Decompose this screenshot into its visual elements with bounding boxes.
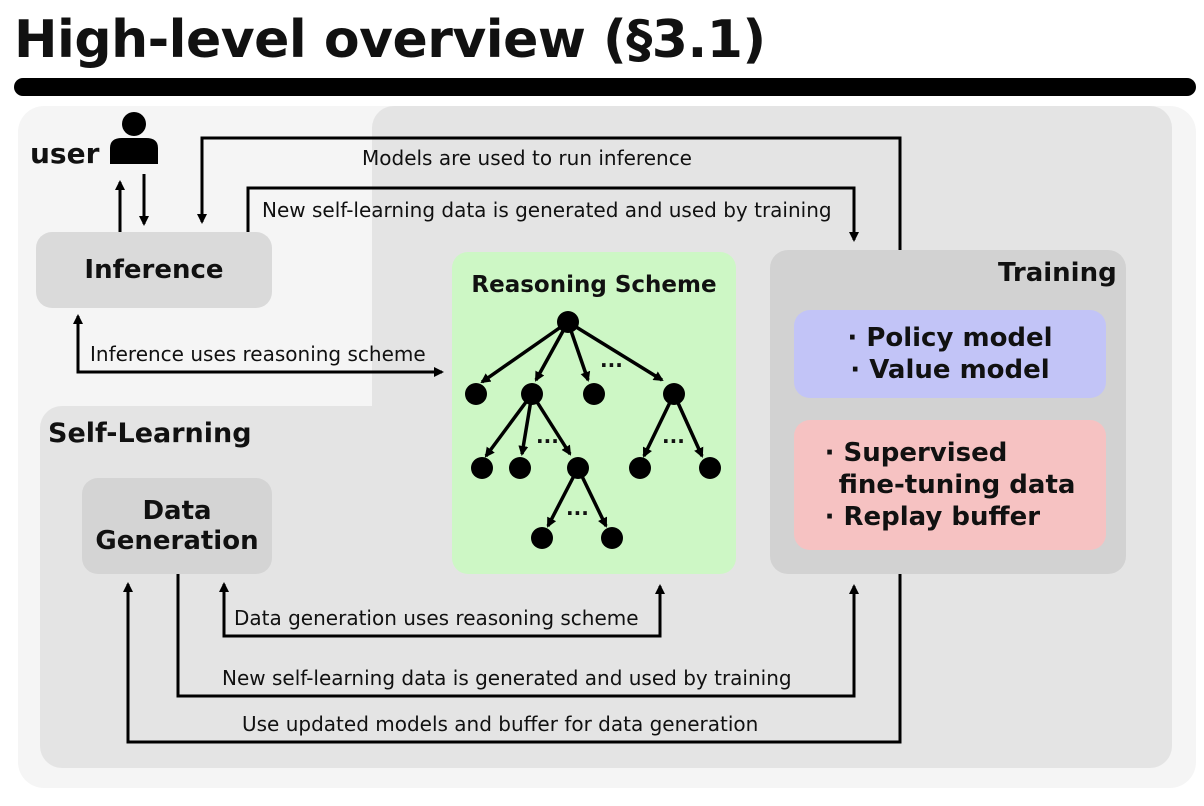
user-label: user — [30, 137, 100, 170]
arrow-models-used — [197, 136, 902, 250]
data-generation-line2: Generation — [95, 526, 259, 556]
data-generation-box: Data Generation — [82, 478, 272, 574]
tree-ellipsis-3: ... — [662, 424, 685, 448]
label-datagen-uses: Data generation uses reasoning scheme — [234, 606, 639, 630]
training-data-box: · Supervised fine-tuning data · Replay b… — [794, 420, 1106, 550]
arrow-inference-uses — [73, 314, 444, 377]
tree-ellipsis-4: ... — [566, 496, 589, 520]
inference-label: Inference — [84, 255, 224, 285]
arrow-new-data-top — [246, 186, 859, 242]
label-updated-models: Use updated models and buffer for data g… — [242, 712, 759, 736]
tree-ellipsis-1: ... — [600, 348, 623, 372]
reasoning-scheme-label: Reasoning Scheme — [471, 272, 717, 298]
arrow-datagen-uses — [219, 582, 665, 638]
data-generation-line1: Data — [142, 496, 212, 526]
user-icon — [110, 112, 158, 164]
label-inference-uses: Inference uses reasoning scheme — [90, 342, 426, 366]
models-box: · Policy model · Value model — [794, 310, 1106, 398]
supervised-item: · Supervised — [824, 438, 1008, 468]
reasoning-scheme-box: Reasoning Scheme — [452, 252, 736, 574]
fine-tuning-item: fine-tuning data — [838, 470, 1076, 500]
title-divider — [14, 78, 1196, 96]
tree-ellipsis-2: ... — [536, 424, 559, 448]
arrow-updated-models — [123, 574, 902, 744]
arrow-new-data-bottom — [176, 574, 859, 698]
replay-buffer-item: · Replay buffer — [824, 502, 1041, 532]
label-new-data-top: New self-learning data is generated and … — [262, 198, 832, 222]
value-model-item: · Value model — [850, 355, 1050, 385]
label-models-used: Models are used to run inference — [362, 146, 692, 170]
reasoning-tree — [465, 311, 721, 549]
label-new-data-bottom: New self-learning data is generated and … — [222, 666, 792, 690]
self-learning-label: Self-Learning — [48, 418, 252, 449]
inference-box: Inference — [36, 232, 272, 308]
page-title: High-level overview (§3.1) — [14, 10, 766, 70]
policy-model-item: · Policy model — [847, 323, 1053, 353]
user-inference-arrows — [115, 174, 149, 232]
training-label: Training — [998, 258, 1117, 288]
